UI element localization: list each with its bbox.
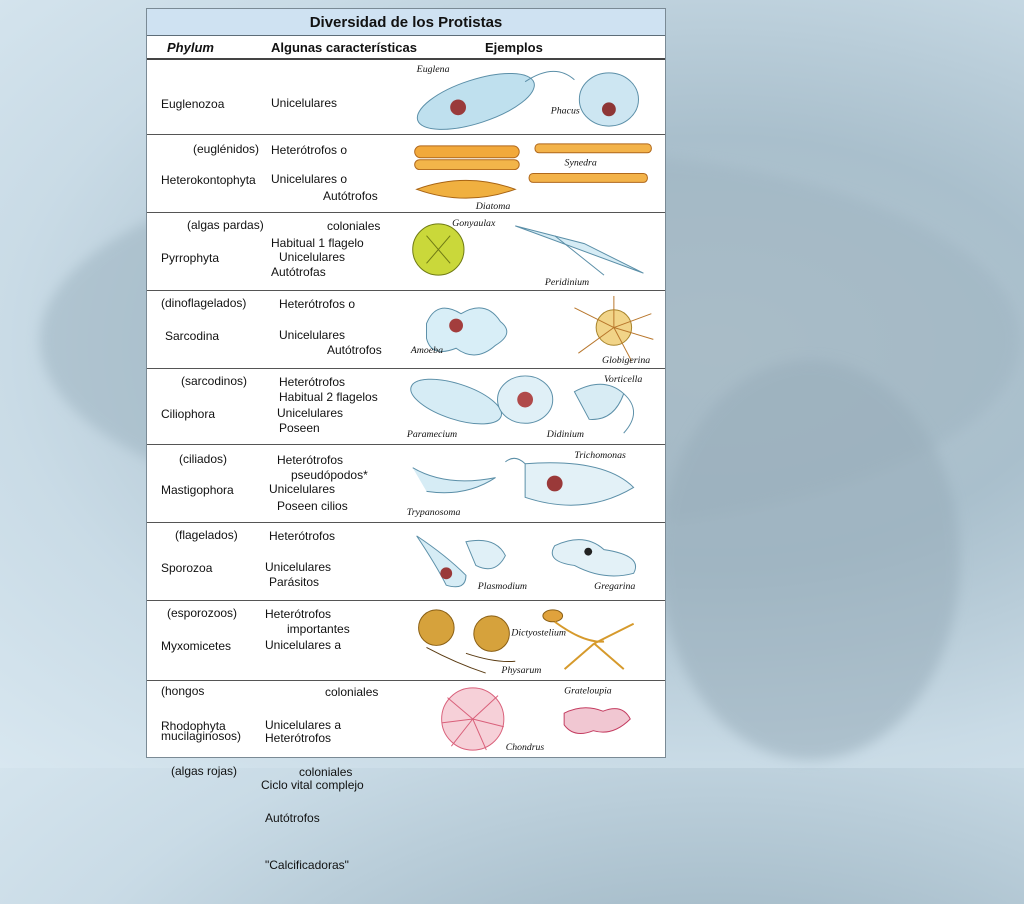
group-name: (ciliados) bbox=[179, 452, 228, 466]
example-label: Synedra bbox=[565, 158, 597, 169]
group-name: (hongos bbox=[161, 684, 205, 698]
char-line: Unicelulares bbox=[279, 328, 346, 342]
char-line: Heterótrofos bbox=[265, 731, 332, 745]
phylum-name: Euglenozoa bbox=[161, 97, 225, 111]
examples-illustration: Grateloupia Chondrus bbox=[405, 684, 663, 754]
group-name: (euglénidos) bbox=[193, 142, 260, 156]
char-line: pseudópodos* bbox=[291, 467, 368, 482]
char-line: Unicelulares bbox=[277, 406, 344, 420]
char-line: Heterótrofos o bbox=[271, 142, 348, 157]
phylum-name: Pyrrophyta bbox=[161, 251, 220, 265]
char-line: Unicelulares a bbox=[265, 638, 342, 652]
char-line: importantes bbox=[287, 621, 350, 636]
char-line: Poseen bbox=[279, 421, 320, 435]
char-line: Unicelulares bbox=[265, 560, 332, 574]
char-line: Heterótrofos o bbox=[279, 296, 356, 311]
char-line: Habitual 2 flagelos bbox=[279, 389, 378, 404]
examples-illustration: Synedra Diatoma bbox=[405, 138, 663, 209]
example-label: Trypanosoma bbox=[407, 507, 461, 518]
column-headers: Phylum Algunas características Ejemplos bbox=[147, 36, 665, 60]
example-label: Plasmodium bbox=[477, 581, 527, 592]
phylum-name: Rhodophyta bbox=[161, 719, 226, 733]
char-line: Unicelulares bbox=[269, 482, 336, 496]
char-line: Unicelulares bbox=[279, 250, 346, 264]
examples-illustration: Trichomonas Trypanosoma bbox=[405, 448, 663, 519]
example-label: Euglena bbox=[416, 64, 450, 75]
example-label: Grateloupia bbox=[564, 686, 612, 697]
protist-diversity-table: Diversidad de los Protistas Phylum Algun… bbox=[146, 8, 666, 872]
table-row-euglenozoa: Euglenozoa (euglénidos) Unicelulares Het… bbox=[147, 59, 665, 250]
char-line: Autótrofos bbox=[327, 343, 382, 357]
char-line: Heterótrofos bbox=[279, 374, 346, 389]
table-row-rhodophyta: Rhodophyta (algas rojas) Unicelulares a … bbox=[147, 681, 665, 872]
example-label: Peridinium bbox=[544, 277, 589, 287]
table-row-ciliophora: Ciliophora (ciliados) Unicelulares Heter… bbox=[147, 369, 665, 513]
header-phylum: Phylum bbox=[167, 39, 214, 55]
table-row-pyrrophyta: Pyrrophyta (dinoflagelados) Unicelulares… bbox=[147, 213, 665, 404]
example-label: Phacus bbox=[550, 105, 580, 116]
header-caracteristicas: Algunas características bbox=[271, 39, 417, 55]
char-line: Heterótrofos bbox=[269, 528, 336, 543]
char-line: Autótrofas bbox=[271, 265, 326, 279]
example-label: Vorticella bbox=[604, 374, 642, 385]
char-line: Autótrofos bbox=[323, 189, 378, 203]
examples-illustration: Amoeba Globigerina bbox=[405, 294, 663, 365]
example-label: Trichomonas bbox=[574, 450, 626, 461]
examples-illustration: Vorticella Paramecium Didinium bbox=[405, 372, 663, 441]
group-name: (esporozoos) bbox=[167, 606, 238, 620]
example-label: Gonyaulax bbox=[452, 218, 496, 229]
group-name: (sarcodinos) bbox=[181, 374, 248, 388]
group-name: (algas rojas) bbox=[171, 764, 238, 778]
char-line: Parásitos bbox=[269, 575, 320, 589]
example-label: Amoeba bbox=[410, 345, 443, 356]
char-line: coloniales bbox=[325, 684, 379, 699]
example-label: Chondrus bbox=[506, 742, 545, 753]
char-line: Habitual 1 flagelo bbox=[271, 235, 364, 250]
phylum-name: Heterokontophyta bbox=[161, 173, 256, 187]
example-label: Gregarina bbox=[594, 581, 635, 592]
group-name: (algas pardas) bbox=[187, 218, 264, 232]
phylum-name: Mastigophora bbox=[161, 483, 234, 497]
table-row-myxomicetes: Myxomicetes (hongos mucilaginosos) Unice… bbox=[147, 601, 665, 792]
table-row-sporozoa: Sporozoa (esporozoos) Unicelulares Heter… bbox=[147, 523, 665, 621]
char-line: coloniales bbox=[299, 764, 353, 779]
char-line: Unicelulares bbox=[271, 96, 338, 110]
example-label: Didinium bbox=[546, 429, 584, 440]
table-row-mastigophora: Mastigophora (flagelados) Unicelulares H… bbox=[147, 445, 665, 636]
char-line: Unicelulares o bbox=[271, 172, 348, 186]
char-line: Unicelulares a bbox=[265, 718, 342, 732]
char-line: Heterótrofos bbox=[265, 606, 332, 621]
examples-illustration: Plasmodium Gregarina bbox=[405, 526, 663, 597]
group-name: (flagelados) bbox=[175, 528, 238, 542]
group-name: mucilaginosos) bbox=[161, 729, 242, 743]
examples-illustration: Gonyaulax Peridinium bbox=[405, 216, 663, 287]
char-line: Heterótrofos bbox=[277, 452, 344, 467]
table-title: Diversidad de los Protistas bbox=[147, 9, 665, 36]
phylum-name: Ciliophora bbox=[161, 407, 216, 421]
char-line: coloniales bbox=[327, 218, 381, 233]
examples-illustration: Dictyostelium Physarum bbox=[405, 604, 663, 677]
table-row-heterokontophyta: Heterokontophyta (algas pardas) Unicelul… bbox=[147, 135, 665, 279]
example-label: Diatoma bbox=[475, 201, 511, 209]
phylum-name: Sarcodina bbox=[165, 329, 220, 343]
group-name: (dinoflagelados) bbox=[161, 296, 247, 310]
char-line: "Calcificadoras" bbox=[265, 857, 349, 872]
phylum-name: Myxomicetes bbox=[161, 639, 232, 653]
table-row-sarcodina: Sarcodina (sarcodinos) Unicelulares Hete… bbox=[147, 291, 665, 482]
char-line: Autótrofos bbox=[265, 811, 320, 825]
example-label: Physarum bbox=[500, 665, 541, 676]
examples-illustration: Euglena Phacus bbox=[405, 62, 663, 131]
example-label: Globigerina bbox=[602, 355, 650, 365]
char-line: Poseen cilios bbox=[277, 499, 348, 513]
header-ejemplos: Ejemplos bbox=[485, 39, 543, 55]
phylum-name: Sporozoa bbox=[161, 561, 213, 575]
example-label: Paramecium bbox=[406, 429, 457, 440]
background-amoeba-lobe bbox=[660, 360, 960, 760]
example-label: Dictyostelium bbox=[510, 628, 566, 639]
